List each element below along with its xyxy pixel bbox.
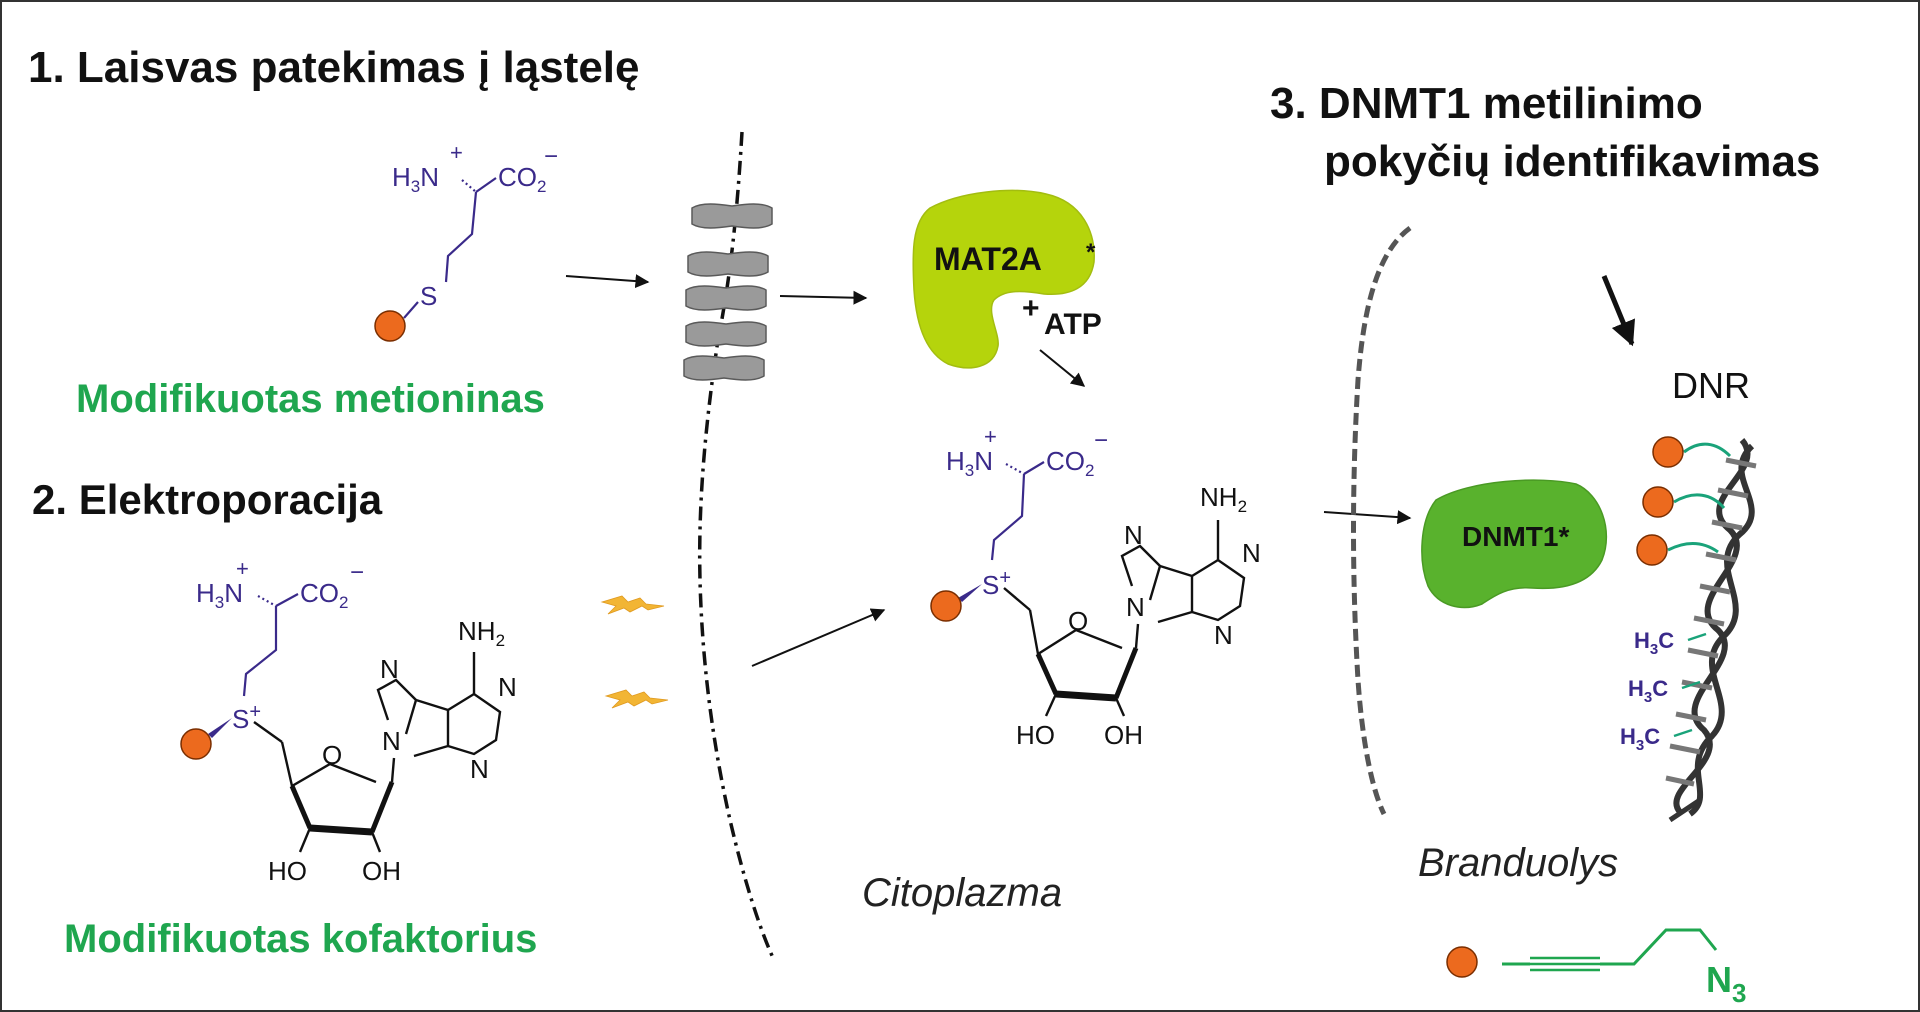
- lightning-bolt-icon: [601, 595, 665, 615]
- membrane-channel-icon: [683, 203, 773, 381]
- mat2a-enzyme: MAT2A *: [912, 189, 1096, 369]
- atp-label: ATP: [1044, 308, 1102, 341]
- svg-text:S: S: [420, 281, 437, 311]
- modified-cofactor-structure: H3N + CO2 − S+ O HO OH N N N N NH2: [180, 556, 517, 886]
- svg-text:N: N: [380, 654, 399, 684]
- dnmt1-enzyme: DNMT1*: [1421, 479, 1607, 609]
- svg-text:+: +: [450, 140, 463, 165]
- sam-analog-product-structure: H3N + CO2 − S+ O HO OH N N N N NH2: [930, 424, 1261, 750]
- svg-text:CO2: CO2: [1046, 446, 1094, 480]
- modification-ball-icon: [374, 310, 406, 342]
- mat2a-label: MAT2A: [934, 241, 1042, 277]
- modification-ball-icon: [1642, 486, 1674, 518]
- dna-helix: [1665, 438, 1757, 823]
- modified-cofactor-label: Modifikuotas kofaktorius: [64, 917, 537, 961]
- svg-text:H3N: H3N: [392, 162, 439, 196]
- arrow-to-dna: [1601, 275, 1635, 347]
- modified-methionine-structure: H3N + CO2 − S: [374, 140, 558, 342]
- step-2-heading: 2. Elektroporacija: [32, 476, 383, 523]
- svg-text:H3C: H3C: [1620, 724, 1660, 754]
- svg-text:HO: HO: [268, 856, 307, 886]
- arrow-into-nucleus: [1323, 510, 1412, 525]
- svg-text:S+: S+: [982, 567, 1011, 600]
- svg-text:N: N: [382, 726, 401, 756]
- modified-methionine-label: Modifikuotas metioninas: [76, 377, 545, 421]
- svg-text:CO2: CO2: [300, 578, 348, 612]
- svg-text:−: −: [350, 559, 364, 586]
- svg-text:H3N: H3N: [946, 446, 993, 480]
- arrow-electroporation: [751, 608, 886, 667]
- svg-text:N: N: [470, 754, 489, 784]
- svg-text:N: N: [1126, 592, 1145, 622]
- modification-ball-icon: [1652, 436, 1684, 468]
- svg-text:+: +: [984, 424, 997, 449]
- step-3-heading-line2: pokyčių identifikavimas: [1324, 137, 1820, 186]
- modification-ball-icon: [1636, 534, 1668, 566]
- svg-text:O: O: [322, 740, 342, 770]
- svg-text:N: N: [1124, 520, 1143, 550]
- nuclear-envelope: [1351, 225, 1412, 816]
- svg-text:H3C: H3C: [1628, 676, 1668, 706]
- svg-text:NH2: NH2: [458, 616, 505, 650]
- arrow-atp-to-sam: [1039, 349, 1086, 387]
- modification-ball-icon: [1446, 946, 1478, 978]
- svg-text:−: −: [544, 143, 558, 170]
- svg-text:N3: N3: [1706, 959, 1746, 1008]
- arrow-into-cell: [565, 274, 650, 289]
- svg-text:N: N: [498, 672, 517, 702]
- modification-group-legend: N3: [1446, 928, 1746, 1008]
- svg-text:HO: HO: [1016, 720, 1055, 750]
- step-3-heading-line1: 3. DNMT1 metilinimo: [1270, 79, 1703, 128]
- dnmt1-label: DNMT1*: [1462, 521, 1569, 552]
- cell-membrane: [697, 131, 776, 961]
- step-1-heading: 1. Laisvas patekimas į ląstelę: [28, 43, 640, 92]
- svg-text:−: −: [1094, 427, 1108, 454]
- svg-text:O: O: [1068, 606, 1088, 636]
- cytoplasm-label: Citoplazma: [862, 871, 1062, 915]
- svg-text:N: N: [1242, 538, 1261, 568]
- svg-text:CO2: CO2: [498, 162, 546, 196]
- lightning-bolt-icon: [605, 689, 669, 709]
- svg-text:+: +: [1022, 292, 1040, 325]
- arrow-to-mat2a: [779, 290, 868, 305]
- svg-text:H3N: H3N: [196, 578, 243, 612]
- svg-text:+: +: [236, 556, 249, 581]
- modification-ball-icon: [180, 728, 212, 760]
- svg-text:OH: OH: [362, 856, 401, 886]
- svg-text:H3C: H3C: [1634, 628, 1674, 658]
- modification-ball-icon: [930, 590, 962, 622]
- svg-text:*: *: [1086, 239, 1096, 266]
- dna-label: DNR: [1672, 365, 1750, 406]
- svg-text:NH2: NH2: [1200, 482, 1247, 516]
- transferred-modification-groups: [1636, 436, 1732, 566]
- svg-text:OH: OH: [1104, 720, 1143, 750]
- svg-text:N: N: [1214, 620, 1233, 650]
- methyl-groups: H3C H3C H3C: [1620, 628, 1707, 754]
- nucleus-label: Branduolys: [1418, 841, 1618, 885]
- svg-text:S+: S+: [232, 701, 261, 734]
